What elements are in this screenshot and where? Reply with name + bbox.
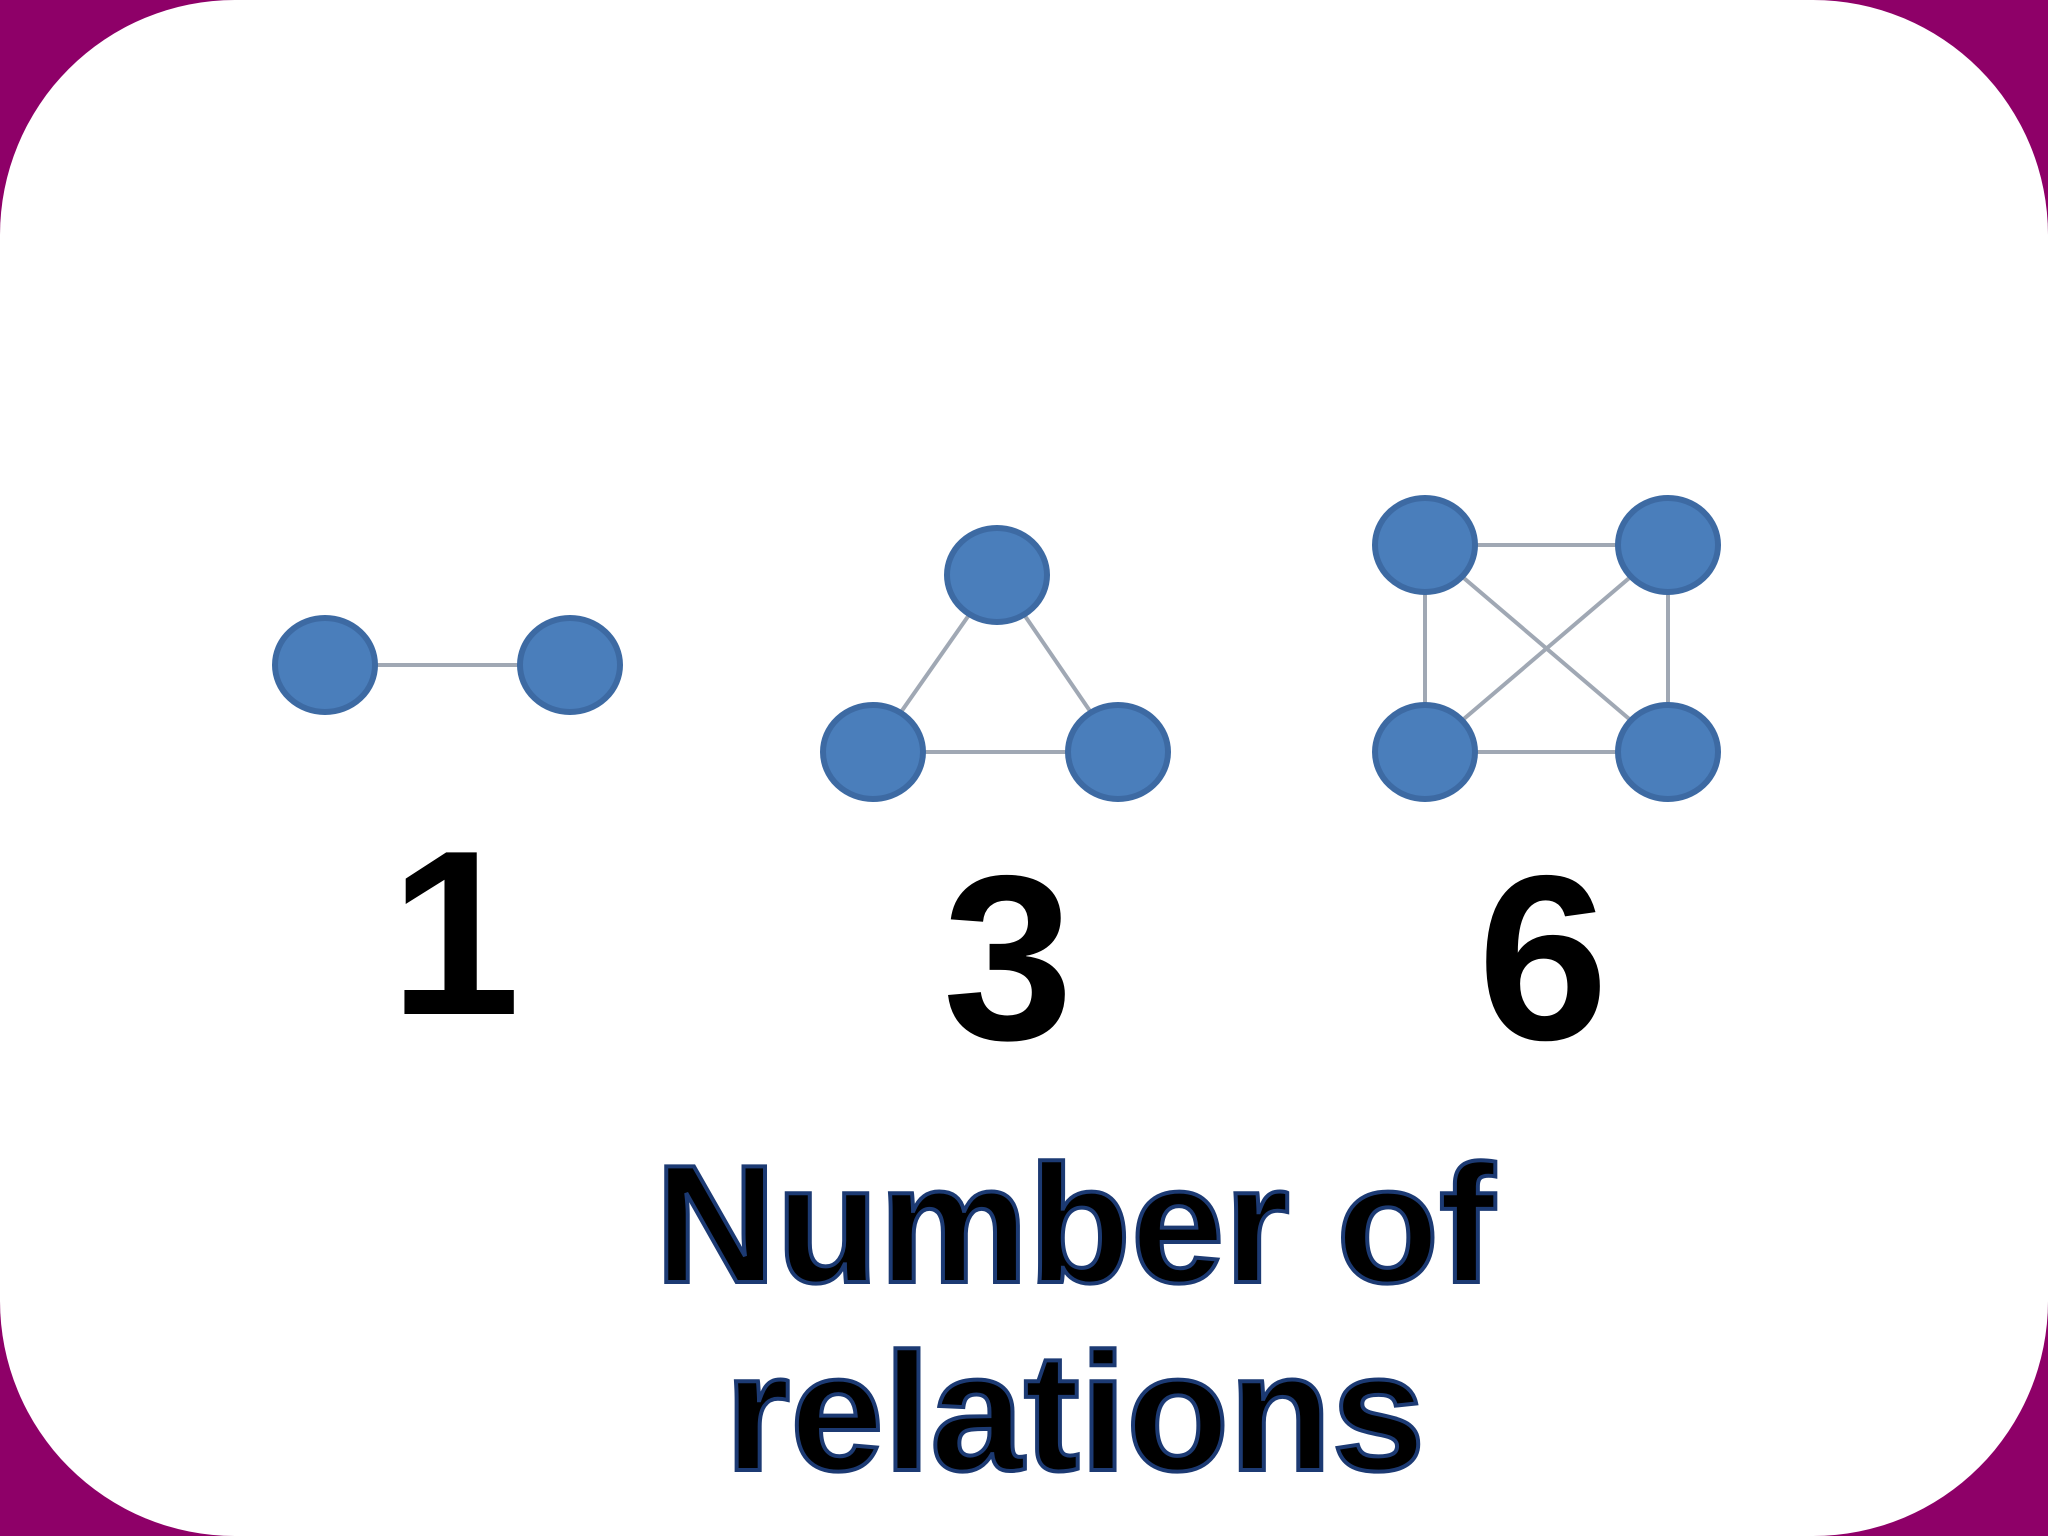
caption-line: relations [723,1316,1427,1508]
graph-edge [1423,543,1670,754]
graph-node [517,615,623,715]
graph-node [1615,495,1721,595]
graph-node [944,525,1050,625]
graph-node [1065,702,1171,802]
graph-node [272,615,378,715]
relation-count-label: 3 [942,826,1074,1089]
graph-node [1372,495,1478,595]
graph-node [1615,702,1721,802]
relation-count-label: 1 [389,801,521,1064]
graph-three-nodes [820,525,1171,802]
caption-line: Number of [653,1128,1497,1320]
graph-node [820,702,926,802]
graph-two-nodes [272,615,623,715]
relation-count-label: 6 [1477,826,1609,1089]
diagram-caption: Number of relations [480,1128,1670,1508]
graph-four-nodes [1372,480,1763,810]
graph-node [1372,702,1478,802]
